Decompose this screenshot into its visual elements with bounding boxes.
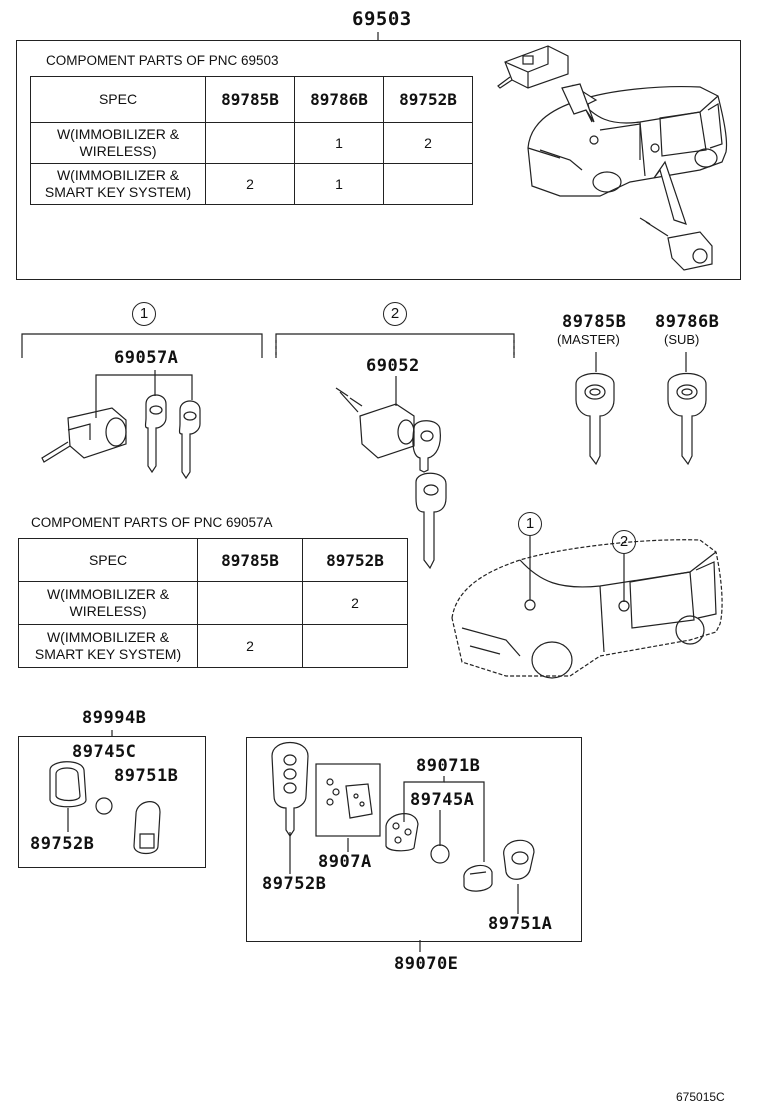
cell xyxy=(302,624,408,668)
ignition-cylinder-icon xyxy=(41,407,127,463)
part-number-89785b: 89785B xyxy=(562,312,627,332)
part-number-89745a: 89745A xyxy=(410,790,475,810)
circuit-board-frame xyxy=(315,763,381,837)
header-spec: SPEC xyxy=(30,76,206,123)
sub-key-icon xyxy=(667,373,707,466)
part-number-89752b-kit2: 89752B xyxy=(262,874,327,894)
part-number-89751a: 89751A xyxy=(488,914,553,934)
key-shell-icon xyxy=(133,801,161,855)
kit2-frame xyxy=(246,737,582,942)
row-spec: W(IMMOBILIZER &SMART KEY SYSTEM) xyxy=(30,163,206,205)
cell xyxy=(383,163,473,205)
mid-spec-table: SPEC 89785B 89752B W(IMMOBILIZER &WIRELE… xyxy=(18,538,408,668)
battery-icon xyxy=(95,797,113,815)
top-frame xyxy=(16,40,741,280)
part-number-8907a: 8907A xyxy=(318,852,372,872)
top-table-title: COMPOMENT PARTS OF PNC 69503 xyxy=(46,53,279,68)
key-icon xyxy=(412,420,447,570)
door-lock-icon xyxy=(639,217,713,271)
cell: 1 xyxy=(294,122,384,164)
master-label: (MASTER) xyxy=(557,332,620,347)
key-shell-icon xyxy=(503,839,535,880)
part-number-89751b: 89751B xyxy=(114,766,179,786)
part-number-69503: 69503 xyxy=(352,8,412,30)
key-icon xyxy=(144,394,201,480)
group-marker-2: 2 xyxy=(383,302,407,326)
button-pad-icon xyxy=(385,813,419,852)
header-89786b: 89786B xyxy=(294,76,384,123)
top-spec-table: SPEC 89785B 89786B 89752B W(IMMOBILIZER … xyxy=(30,76,473,205)
illustration-reference: 675015C xyxy=(676,1090,725,1104)
circuit-board-icon xyxy=(326,778,373,819)
part-number-89745c: 89745C xyxy=(72,742,137,762)
part-number-89071b: 89071B xyxy=(416,756,481,776)
cell: 2 xyxy=(383,122,473,164)
battery-icon xyxy=(430,844,450,864)
kit1-frame xyxy=(18,736,206,868)
part-number-69052: 69052 xyxy=(366,356,420,376)
mid-table-title: COMPOMENT PARTS OF PNC 69057A xyxy=(31,515,273,530)
car-marker-1: 1 xyxy=(518,512,542,536)
cell: 1 xyxy=(294,163,384,205)
sub-label: (SUB) xyxy=(664,332,700,347)
remote-key-icon xyxy=(271,742,309,838)
row-spec: W(IMMOBILIZER &WIRELESS) xyxy=(18,581,198,625)
part-number-89752b-kit1: 89752B xyxy=(30,834,95,854)
cell: 2 xyxy=(197,624,303,668)
part-number-89786b: 89786B xyxy=(655,312,720,332)
part-number-89070e: 89070E xyxy=(394,954,459,974)
cell: 2 xyxy=(302,581,408,625)
group-marker-1: 1 xyxy=(132,302,156,326)
cell: 2 xyxy=(205,163,295,205)
key-case-icon xyxy=(463,864,493,892)
master-key-icon xyxy=(575,373,615,466)
part-number-89994b: 89994B xyxy=(82,708,147,728)
key-cover-icon xyxy=(49,761,87,808)
lock-cylinder-icon xyxy=(497,45,569,89)
part-number-69057a: 69057A xyxy=(114,348,179,368)
row-spec: W(IMMOBILIZER &SMART KEY SYSTEM) xyxy=(18,624,198,668)
